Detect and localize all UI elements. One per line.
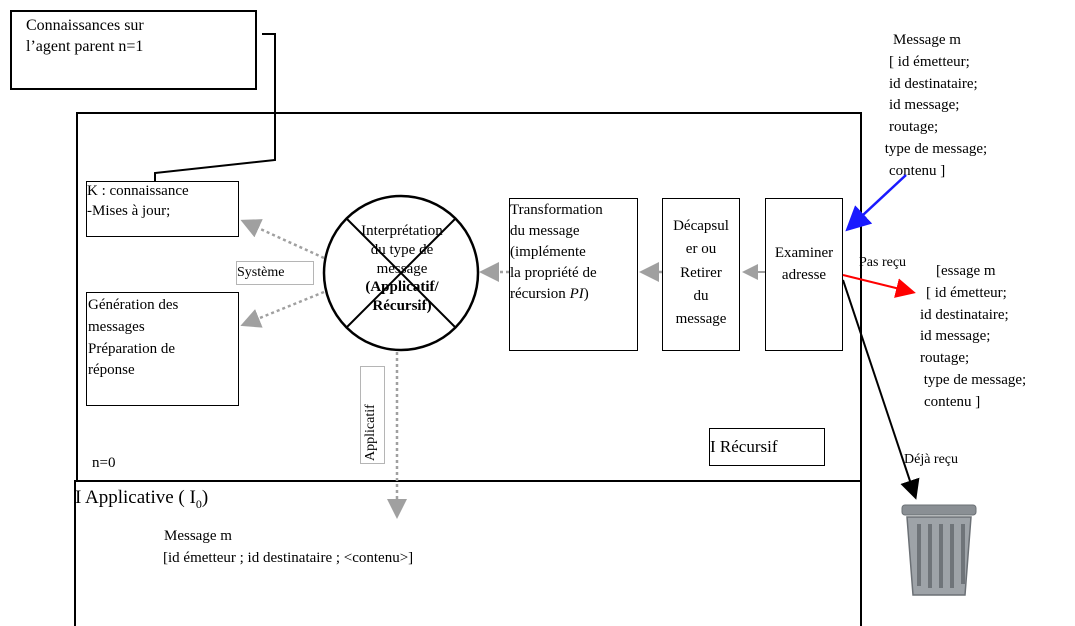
already-received-label: Déjà reçu — [904, 452, 959, 467]
knowledge-line2: -Mises à jour; — [87, 202, 171, 219]
message-generation-box: Génération des messages Préparation de r… — [86, 292, 239, 406]
parent-knowledge-line1: Connaissances sur — [26, 17, 144, 34]
transformation-line2: du message — [510, 223, 580, 239]
decapsulate-line4: du — [693, 287, 709, 304]
generation-line4: réponse — [88, 362, 135, 379]
interpretation-line1: Interprétation — [361, 223, 443, 239]
transformation-line4: la propriété de — [510, 265, 597, 281]
knowledge-box: K : connaissance -Mises à jour; — [86, 181, 239, 237]
transformation-line1: Transformation — [510, 202, 603, 218]
forwarded-message-line: contenu ] — [924, 393, 981, 410]
recursive-label: I Récursif — [710, 437, 778, 456]
incoming-message: Message m [ id émetteur; id destinataire… — [885, 30, 987, 182]
not-received-label: Pas reçu — [859, 255, 907, 270]
applicative-layer-box — [74, 480, 862, 626]
applicatif-label-box: Applicatif — [360, 366, 385, 464]
recursive-label-box: I Récursif — [709, 428, 825, 466]
parent-knowledge-link — [154, 33, 276, 181]
incoming-message-line: id message; — [889, 97, 960, 114]
arrow-to-knowledge — [240, 219, 325, 260]
forwarded-message-line: routage; — [920, 350, 970, 366]
decapsulate-line5: message — [675, 311, 727, 327]
generation-line2: messages — [88, 318, 145, 335]
forwarded-message: [essage m [ id émetteur; id destinataire… — [920, 261, 1026, 413]
applicative-message-title: Message m — [164, 528, 232, 544]
generation-line3: Préparation de — [88, 340, 176, 357]
decapsulate-line2: er ou — [685, 241, 717, 258]
examine-line1: Examiner — [774, 245, 834, 261]
incoming-message-line: type de message; — [881, 140, 988, 157]
examine-address-box: Examiner adresse — [765, 198, 843, 351]
decapsulate-box: Décapsul er ou Retirer du message — [662, 198, 740, 351]
incoming-message-title: Message m — [893, 32, 961, 48]
forwarded-message-title: [essage m — [936, 263, 996, 279]
already-received-arrow — [842, 279, 920, 500]
arrow-to-generation — [240, 290, 325, 328]
incoming-message-arrow — [845, 174, 907, 232]
interpretation-circle — [322, 194, 480, 352]
transformation-line5: récursion PI) — [510, 286, 589, 302]
systeme-label-box: Système — [236, 261, 314, 285]
not-received-arrow — [842, 274, 916, 298]
interpretation-line5: Récursif) — [372, 298, 432, 314]
forwarded-message-line: type de message; — [920, 371, 1027, 388]
interpretation-line3: message — [376, 260, 428, 277]
interpretation-line2: du type de — [370, 241, 434, 258]
generation-line1: Génération des — [88, 297, 179, 313]
interpretation-cross — [346, 218, 456, 328]
parent-knowledge-box: Connaissances sur l’agent parent n=1 — [10, 10, 257, 90]
incoming-message-line: [ id émetteur; — [889, 53, 970, 70]
level-n0-label: n=0 — [92, 455, 116, 471]
applicative-title: I Applicative ( I0) — [75, 487, 209, 511]
forwarded-message-line: [ id émetteur; — [926, 284, 1007, 301]
transformation-box: Transformation du message (implémente la… — [509, 198, 638, 351]
examine-line2: adresse — [781, 266, 827, 283]
forwarded-message-line: id message; — [920, 328, 991, 345]
transformation-line3: (implémente — [510, 244, 586, 260]
trash-can-icon — [901, 504, 977, 596]
decapsulate-line3: Retirer — [680, 264, 722, 281]
incoming-message-line: routage; — [889, 119, 939, 135]
decapsulate-line1: Décapsul — [673, 218, 729, 234]
incoming-message-line: id destinataire; — [889, 75, 978, 92]
applicative-message: Message m [id émetteur ; id destinataire… — [163, 526, 413, 570]
incoming-message-line: contenu ] — [889, 162, 946, 179]
applicative-message-content: [id émetteur ; id destinataire ; <conten… — [163, 549, 414, 566]
forwarded-message-line: id destinataire; — [920, 306, 1009, 323]
knowledge-line1: K : connaissance — [87, 183, 189, 199]
systeme-label: Système — [237, 265, 285, 280]
parent-knowledge-line2: l’agent parent n=1 — [26, 37, 144, 55]
